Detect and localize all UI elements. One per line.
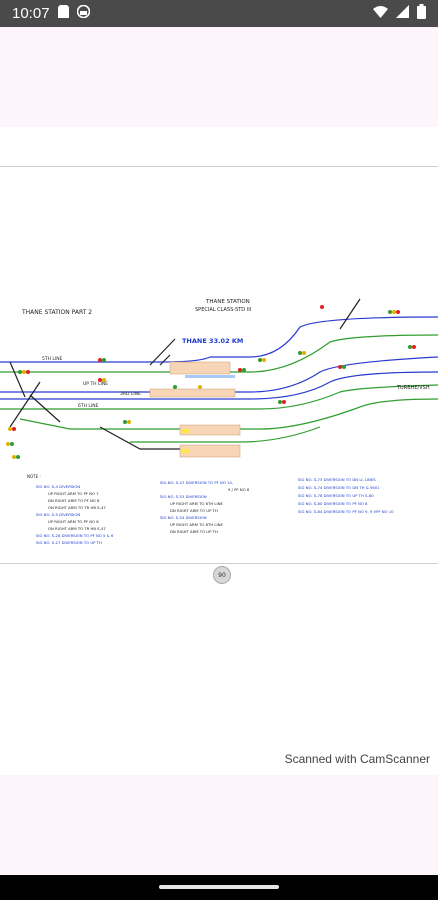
camscanner-watermark: Scanned with CamScanner bbox=[284, 752, 430, 766]
svg-text:UP RIGHT ARM TO 6TH LINE: UP RIGHT ARM TO 6TH LINE bbox=[170, 501, 223, 506]
status-bar: 10:07 bbox=[0, 0, 438, 27]
svg-text:SIG NO. S-47 DIVERSION TO PF N: SIG NO. S-47 DIVERSION TO PF NO 10, bbox=[160, 480, 233, 485]
cellular-icon bbox=[396, 5, 409, 22]
label-3rd-line: 3RD LINE bbox=[120, 391, 141, 397]
svg-text:DN RIGHT ARM TO UP TH: DN RIGHT ARM TO UP TH bbox=[170, 529, 218, 534]
svg-text:ON RIGHT ARM TO TR HB S-47: ON RIGHT ARM TO TR HB S-47 bbox=[48, 505, 106, 510]
document-image[interactable]: THANE STATION PART 2 THANE STATION SPECI… bbox=[0, 166, 438, 564]
svg-text:SIG NO. S-4 DIVERSION: SIG NO. S-4 DIVERSION bbox=[36, 484, 80, 489]
header-center-line2: SPECIAL CLASS-STD III bbox=[195, 307, 251, 313]
home-gesture-handle[interactable] bbox=[159, 885, 279, 889]
notes-column-1: SIG NO. S-4 DIVERSION UP RIGHT ARM TO PF… bbox=[36, 484, 114, 545]
svg-text:SIG NO. S-27 DIVERSION TO UP T: SIG NO. S-27 DIVERSION TO UP TH bbox=[36, 540, 102, 545]
wifi-icon bbox=[373, 5, 388, 22]
status-time: 10:07 bbox=[12, 5, 50, 22]
track-lines bbox=[0, 298, 438, 450]
label-turbhe: TURBHE/VSH bbox=[396, 385, 430, 391]
svg-text:SIG NO. S-53 DIVERSION: SIG NO. S-53 DIVERSION bbox=[160, 494, 207, 499]
svg-text:SIG NO. S-54 DIVERSION: SIG NO. S-54 DIVERSION bbox=[160, 515, 207, 520]
notes-column-2: SIG NO. S-47 DIVERSION TO PF NO 10, 9 / … bbox=[160, 480, 250, 534]
battery-icon bbox=[417, 4, 426, 23]
track-title: THANE 33.02 KM bbox=[182, 337, 243, 345]
svg-text:SIG NO. S-73 DIVERSION TO DN L: SIG NO. S-73 DIVERSION TO DN LL LINES bbox=[298, 477, 376, 482]
zoom-level-button[interactable]: 90 bbox=[213, 566, 231, 584]
svg-text:SIG NO. S-74 DIVERSION TO DN T: SIG NO. S-74 DIVERSION TO DN TH & 5601 bbox=[298, 485, 380, 490]
label-5th-line: 5TH LINE bbox=[42, 356, 63, 362]
sd-card-icon bbox=[57, 5, 69, 22]
label-6th-line: 6TH LINE bbox=[78, 403, 99, 409]
svg-text:SIG NO. S-84 DIVERSION TO PF N: SIG NO. S-84 DIVERSION TO PF NO 9, 9 VPF… bbox=[298, 509, 394, 514]
svg-text:SIG NO. S-80 DIVERSION TO PF N: SIG NO. S-80 DIVERSION TO PF NO 8 bbox=[298, 501, 368, 506]
svg-text:SIG NO. S-5 DIVERSION: SIG NO. S-5 DIVERSION bbox=[36, 512, 80, 517]
svg-text:UP RIGHT ARM TO PF NO 7: UP RIGHT ARM TO PF NO 7 bbox=[48, 491, 99, 496]
header-center-line1: THANE STATION bbox=[205, 299, 250, 305]
viewer-bottom-margin bbox=[0, 775, 438, 875]
notes-column-3: SIG NO. S-73 DIVERSION TO DN LL LINES SI… bbox=[298, 477, 394, 514]
vpn-icon bbox=[76, 4, 90, 22]
svg-text:SIG NO. S-78 DIVERSION TO UP T: SIG NO. S-78 DIVERSION TO UP TH S-80 bbox=[298, 493, 374, 498]
label-up-th-line: UP TH LINE bbox=[83, 381, 108, 387]
svg-text:ON RIGHT ARM TO TR HB S-47: ON RIGHT ARM TO TR HB S-47 bbox=[48, 526, 106, 531]
svg-text:DN RIGHT ARM TO PF NO 8: DN RIGHT ARM TO PF NO 8 bbox=[48, 498, 100, 503]
note-label: NOTE : bbox=[27, 474, 41, 479]
viewer-top-margin bbox=[0, 27, 438, 127]
svg-text:DN RIGHT ARM TO UP TH: DN RIGHT ARM TO UP TH bbox=[170, 508, 218, 513]
header-left: THANE STATION PART 2 bbox=[21, 309, 92, 316]
signal-markers bbox=[6, 305, 416, 459]
svg-text:UP RIGHT ARM TO 6TH LINE: UP RIGHT ARM TO 6TH LINE bbox=[170, 522, 223, 527]
svg-text:UP RIGHT ARM TO PF NO 8: UP RIGHT ARM TO PF NO 8 bbox=[48, 519, 99, 524]
platform-blocks bbox=[149, 361, 241, 458]
svg-text:9 / PF NO 8: 9 / PF NO 8 bbox=[228, 487, 250, 492]
svg-text:SIG NO. S-28 DIVERSION TO PF N: SIG NO. S-28 DIVERSION TO PF NO 5 & 6 bbox=[36, 533, 114, 538]
